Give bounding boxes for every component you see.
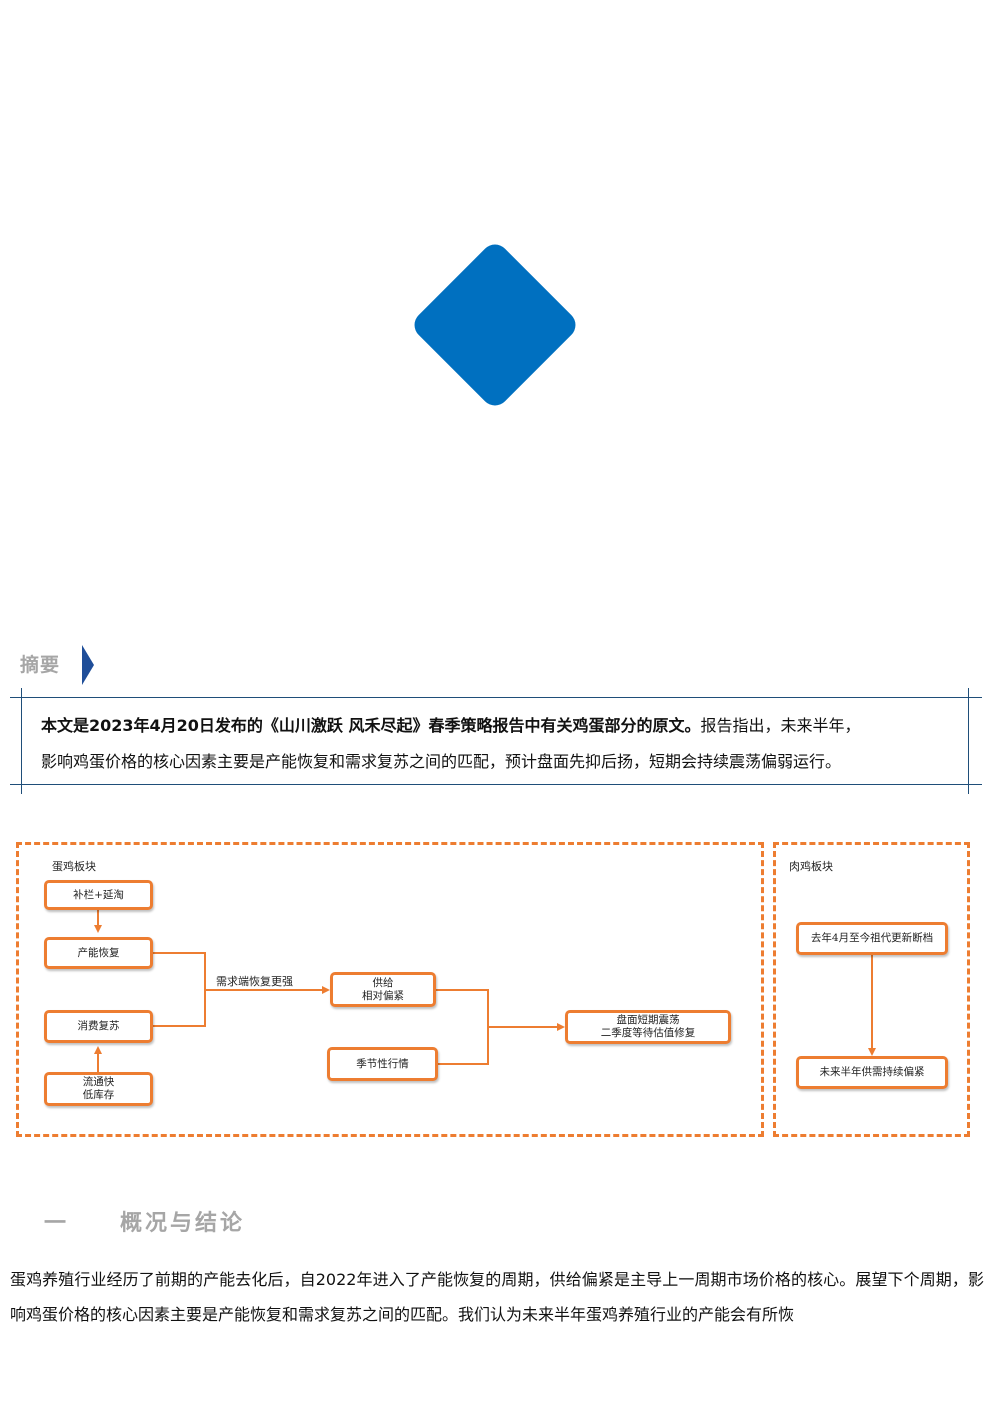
node-result: 盘面短期震荡 二季度等待估值修复 (565, 1010, 731, 1044)
abstract-text: 本文是2023年4月20日发布的《山川激跃 风禾尽起》春季策略报告中有关鸡蛋部分… (41, 708, 953, 780)
broiler-panel (773, 842, 970, 1137)
edge-label-demand: 需求端恢复更强 (216, 975, 293, 988)
abstract-frame (10, 688, 982, 794)
node-broiler-top: 去年4月至今祖代更新断档 (796, 922, 948, 955)
edge-capacity-consumption-bracket (153, 952, 206, 1027)
node-supply: 供给 相对偏紧 (330, 972, 436, 1007)
section-number: 一 (44, 1211, 67, 1236)
abstract-line1-rest: 报告指出，未来半年， (700, 716, 861, 735)
node-broiler-bottom: 未来半年供需持续偏紧 (796, 1056, 948, 1089)
node-consumption: 消费复苏 (44, 1010, 153, 1043)
node-buchan: 补栏+延淘 (44, 880, 153, 910)
abstract-bold-text: 本文是2023年4月20日发布的《山川激跃 风禾尽起》春季策略报告中有关鸡蛋部分… (41, 716, 701, 735)
edge-supply-seasonal-bracket (436, 989, 489, 1065)
egg-panel (16, 842, 764, 1137)
section-title: 概况与结论 (120, 1211, 246, 1236)
node-inventory: 流通快 低库存 (44, 1072, 153, 1106)
abstract-line2: 影响鸡蛋价格的核心因素主要是产能恢复和需求复苏之间的匹配，预计盘面先抑后扬，短期… (41, 752, 842, 771)
body-paragraph: 蛋鸡养殖行业经历了前期的产能去化后，自2022年进入了产能恢复的周期，供给偏紧是… (10, 1270, 984, 1324)
node-seasonal: 季节性行情 (327, 1047, 438, 1081)
abstract-heading: 摘要 (20, 654, 61, 676)
broiler-panel-label: 肉鸡板块 (789, 860, 833, 873)
egg-panel-label: 蛋鸡板块 (52, 860, 96, 873)
node-capacity: 产能恢复 (44, 937, 153, 969)
abstract-arrow-icon (82, 645, 94, 685)
